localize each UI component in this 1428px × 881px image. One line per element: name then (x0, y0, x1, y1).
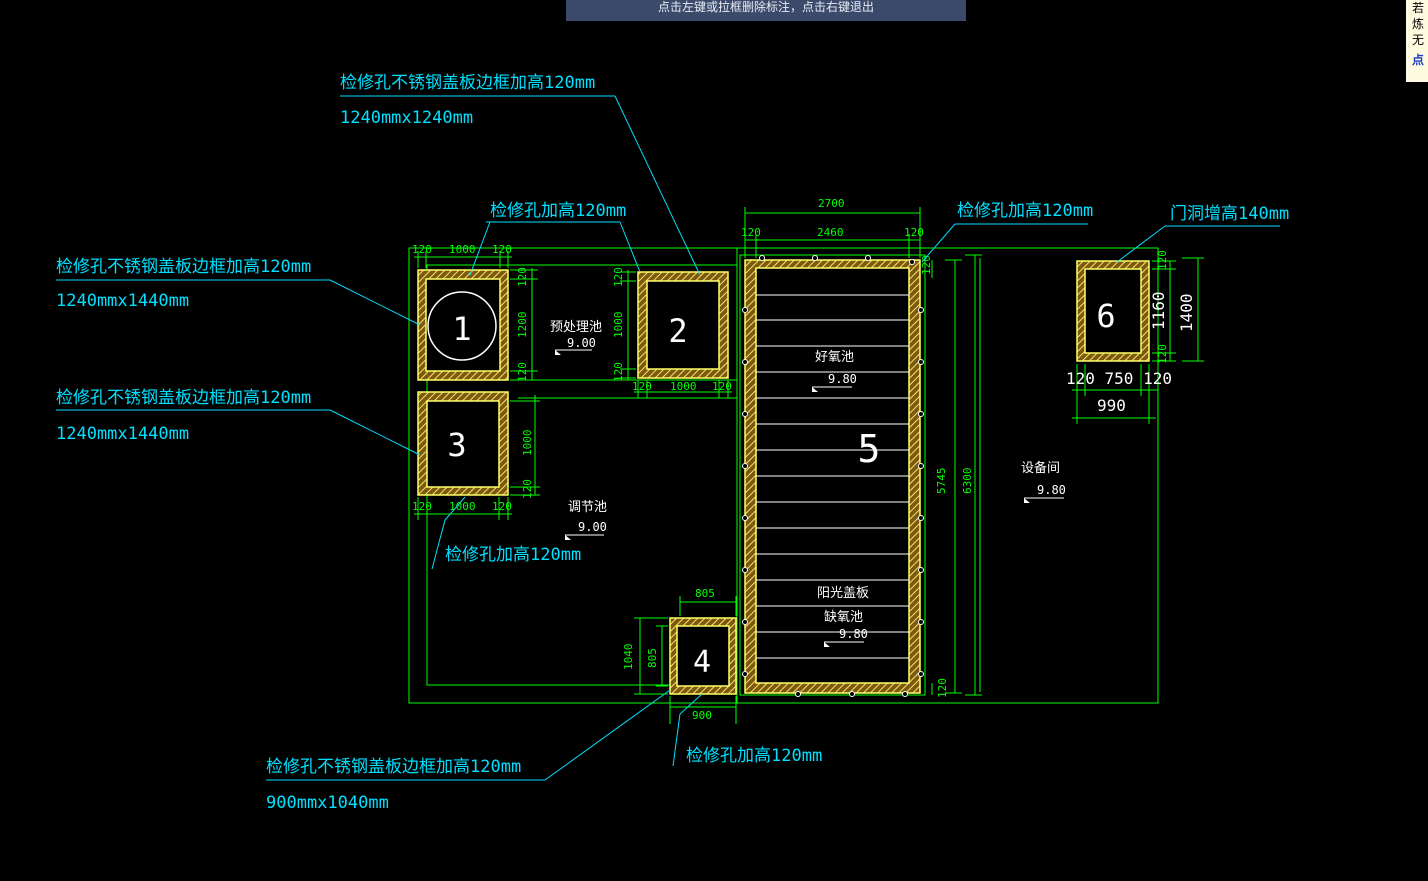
dimension-texts: 120 1000 120 120 1200 120 120 1000 120 1… (412, 197, 974, 722)
regulate-name: 调节池 (568, 500, 607, 515)
dim-h2-side-1: 1000 (612, 312, 625, 339)
annotation-7-title: 门洞增高140mm (1170, 204, 1289, 224)
dimension-lines (414, 207, 1204, 724)
dim-h4-top: 805 (695, 587, 715, 600)
dim-h5-right-1: 6300 (961, 468, 974, 495)
outer-wall (408, 247, 1159, 704)
side-line-2: 炼 (1412, 17, 1425, 31)
dim-h3-bottom-2: 120 (492, 500, 512, 513)
tank-5-cover-slats (756, 294, 909, 659)
dim-h3-side-1: 120 (521, 479, 534, 499)
tank-5[interactable]: 5 (742, 255, 924, 697)
hole-4-opening (676, 625, 730, 687)
hole-1-label: 1 (452, 310, 471, 348)
dim-h2-bottom-2: 120 (712, 380, 732, 393)
room-labels: 预处理池 9.00 调节池 9.00 好氧池 9.80 阳光盖板 缺氧池 9.8… (550, 320, 1066, 647)
annotation-4-size: 1240mmx1440mm (56, 424, 189, 444)
dim-h5-small-0: 120 (920, 255, 933, 275)
dim-h1-side-1: 1200 (516, 312, 529, 339)
dim-h1-side-0: 120 (516, 267, 529, 287)
hole-4-label: 4 (693, 645, 711, 680)
anoxic-cover: 阳光盖板 (817, 586, 869, 601)
status-hint-bar: 点击左键或拉框删除标注，点击右键退出 (566, 0, 966, 21)
equipment-name: 设备间 (1021, 460, 1060, 476)
aerobic-name: 好氧池 (815, 350, 854, 365)
dim-h3-bottom-1: 1000 (449, 500, 476, 513)
hole-2[interactable]: 2 (637, 271, 729, 379)
annotation-1-title: 检修孔不锈钢盖板边框加高120mm (340, 73, 595, 93)
hole-6-label: 6 (1096, 297, 1115, 335)
dim-h2-bottom-1: 1000 (670, 380, 697, 393)
side-line-3: 无 (1412, 33, 1425, 47)
dim-h1-top-0: 120 (412, 243, 432, 256)
tank-5-bolts (742, 255, 924, 697)
side-info-panel: 若 炼 无 点 (1406, 0, 1428, 82)
annotation-4-title: 检修孔不锈钢盖板边框加高120mm (56, 388, 311, 408)
dimension-texts-hole6: 1160 1400 120 120 120 750 120 990 (1066, 250, 1196, 415)
pretreat-name: 预处理池 (550, 320, 602, 335)
hole-1[interactable]: 1 (417, 269, 509, 381)
hole-1-opening (425, 278, 501, 372)
dim-h5-total: 2700 (818, 197, 845, 210)
annotation-9-title: 检修孔加高120mm (686, 746, 822, 766)
pretreat-level: 9.00 (567, 336, 596, 350)
hole-3-label: 3 (447, 426, 466, 464)
dim-h4-bottom: 900 (692, 709, 712, 722)
annotation-3-title: 检修孔不锈钢盖板边框加高120mm (56, 257, 311, 277)
side-link[interactable]: 点 (1412, 53, 1425, 67)
dim-h2-side-0: 120 (612, 267, 625, 287)
dim-h4-left-0: 1040 (622, 644, 635, 671)
annotation-6-title: 检修孔加高120mm (445, 545, 581, 565)
dim-h5-top-1: 2460 (817, 226, 844, 239)
hole-6[interactable]: 6 (1076, 260, 1150, 362)
dim-h5-right-0: 5745 (935, 468, 948, 495)
dim-h6-right-0: 1160 (1149, 291, 1168, 330)
annotation-3-size: 1240mmx1440mm (56, 291, 189, 311)
equipment-level: 9.80 (1037, 483, 1066, 497)
annotation-5-title: 检修孔加高120mm (957, 201, 1093, 221)
side-line-1: 若 (1412, 1, 1425, 15)
hole-4[interactable]: 4 (669, 617, 737, 695)
hole-2-label: 2 (668, 312, 687, 350)
aerobic-level: 9.80 (828, 372, 857, 386)
anoxic-level: 9.80 (839, 627, 868, 641)
hole-1-cover-circle (427, 291, 497, 361)
tank-5-frame (739, 254, 926, 696)
dim-h6-right-1: 1400 (1177, 293, 1196, 332)
hole-6-opening (1084, 268, 1142, 354)
annotation-texts: 检修孔不锈钢盖板边框加高120mm 1240mmx1240mm 检修孔加高120… (56, 73, 1289, 813)
hole-3[interactable]: 3 (417, 391, 509, 496)
hole-2-opening (646, 280, 720, 370)
dim-h6-bottom: 120 750 120 (1066, 369, 1172, 388)
dim-h2-side-2: 120 (612, 362, 625, 382)
dim-h2-bottom-0: 120 (632, 380, 652, 393)
regulate-level: 9.00 (578, 520, 607, 534)
annotation-8-title: 检修孔不锈钢盖板边框加高120mm (266, 757, 521, 777)
dim-h4-left-1: 805 (646, 648, 659, 668)
annotation-1-size: 1240mmx1240mm (340, 108, 473, 128)
annotation-leaders (56, 95, 1280, 781)
dim-h5-top-2: 120 (904, 226, 924, 239)
hole-3-opening (426, 400, 500, 488)
annotation-2-title: 检修孔加高120mm (490, 201, 626, 221)
dim-h1-side-2: 120 (516, 362, 529, 382)
dim-h5-small-1: 120 (936, 678, 949, 698)
dim-h1-top-1: 1000 (449, 243, 476, 256)
dim-h6-small-0: 120 (1156, 250, 1169, 270)
annotation-8-size: 900mmx1040mm (266, 793, 389, 813)
dim-h5-top-0: 120 (741, 226, 761, 239)
hole-5-label: 5 (858, 427, 881, 471)
dim-h1-top-2: 120 (492, 243, 512, 256)
dim-h3-side-0: 1000 (521, 430, 534, 457)
dim-h6-small-1: 120 (1156, 344, 1169, 364)
dim-h6-bottom-total: 990 (1097, 396, 1126, 415)
dim-h3-bottom-0: 120 (412, 500, 432, 513)
status-hint-text: 点击左键或拉框删除标注，点击右键退出 (657, 0, 874, 14)
anoxic-name: 缺氧池 (824, 610, 863, 625)
